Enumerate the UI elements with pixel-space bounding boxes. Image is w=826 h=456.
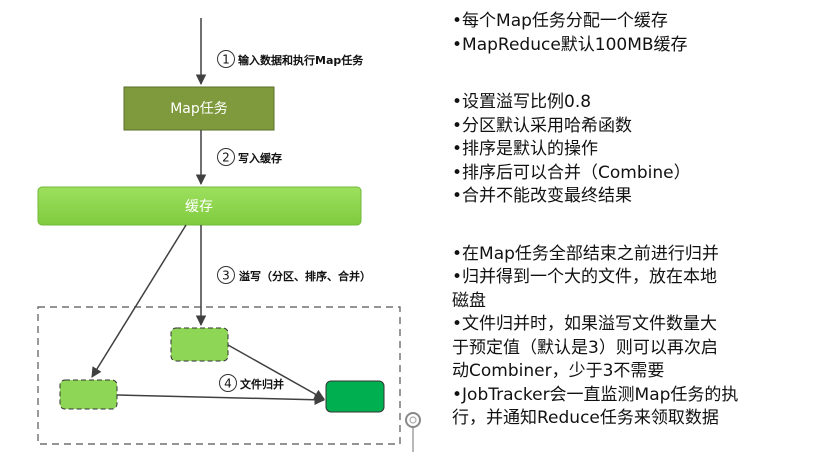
note-line: •排序是默认的操作	[452, 139, 599, 159]
note-line: 行，并通知Reduce任务来领取数据	[452, 408, 719, 428]
step-2-number: 2	[222, 151, 230, 165]
spill-file-1	[170, 327, 229, 362]
merge-arrow-2	[116, 394, 326, 406]
merge-arrow-1	[227, 344, 325, 400]
buffer-label: 缓存	[185, 199, 213, 215]
step-3-label: 3 溢写（分区、排序、合并）	[217, 266, 371, 284]
note-line: •分区默认采用哈希函数	[452, 115, 633, 136]
map-task-label: Map任务	[170, 101, 228, 117]
note-line: •排序后可以合并（Combine）	[452, 162, 691, 183]
step-4-label: 4 文件归并	[219, 374, 284, 392]
step-3-number: 3	[222, 269, 230, 283]
note-line: •在Map任务全部结束之前进行归并	[452, 243, 719, 264]
notes-group-buffer: •每个Map任务分配一个缓存 •MapReduce默认100MB缓存	[452, 10, 822, 57]
step-4-text: 文件归并	[240, 377, 284, 391]
notes-panel: •每个Map任务分配一个缓存 •MapReduce默认100MB缓存 •设置溢写…	[452, 10, 822, 431]
note-line: •每个Map任务分配一个缓存	[452, 11, 668, 31]
step-4-circle	[219, 374, 237, 392]
step-1-label: 1 输入数据和执行Map任务	[217, 50, 364, 68]
step-3-circle	[217, 266, 235, 284]
step-1-circle	[217, 50, 235, 68]
spill-arrow-left	[91, 224, 187, 378]
step-3-text: 溢写（分区、排序、合并）	[239, 269, 371, 283]
note-line: •归并得到一个大的文件，放在本地	[452, 267, 718, 287]
step-1-number: 1	[222, 53, 230, 67]
notes-group-merge: •在Map任务全部结束之前进行归并 •归并得到一个大的文件，放在本地 磁盘 •文…	[452, 243, 822, 431]
merged-file	[325, 380, 385, 413]
step-2-label: 2 写入缓存	[217, 148, 282, 166]
note-line: 于预定值（默认是3）则可以再次启	[452, 337, 718, 358]
note-line: 动Combiner，少于3不需要	[452, 361, 665, 381]
step-4-number: 4	[224, 377, 232, 391]
mapreduce-shuffle-diagram: 1 输入数据和执行Map任务 Map任务 2 写入缓存 缓存 3 溢写（分区、排…	[37, 18, 421, 452]
note-line: •文件归并时，如果溢写文件数量大	[452, 314, 718, 334]
step-2-circle	[217, 148, 235, 166]
step-1-text: 输入数据和执行Map任务	[238, 53, 364, 67]
map-side-dashed-region	[37, 306, 401, 445]
note-line: •设置溢写比例0.8	[452, 92, 592, 112]
note-line: 磁盘	[452, 290, 486, 311]
map-task-box	[123, 86, 275, 131]
spill-file-2	[59, 379, 118, 410]
notes-group-spill: •设置溢写比例0.8 •分区默认采用哈希函数 •排序是默认的操作 •排序后可以合…	[452, 91, 822, 209]
refresh-icon	[405, 412, 421, 452]
buffer-box	[37, 186, 362, 226]
note-line: •MapReduce默认100MB缓存	[452, 34, 688, 55]
note-line: •合并不能改变最终结果	[452, 186, 633, 206]
step-2-text: 写入缓存	[238, 151, 282, 165]
note-line: •JobTracker会一直监测Map任务的执	[452, 384, 739, 405]
